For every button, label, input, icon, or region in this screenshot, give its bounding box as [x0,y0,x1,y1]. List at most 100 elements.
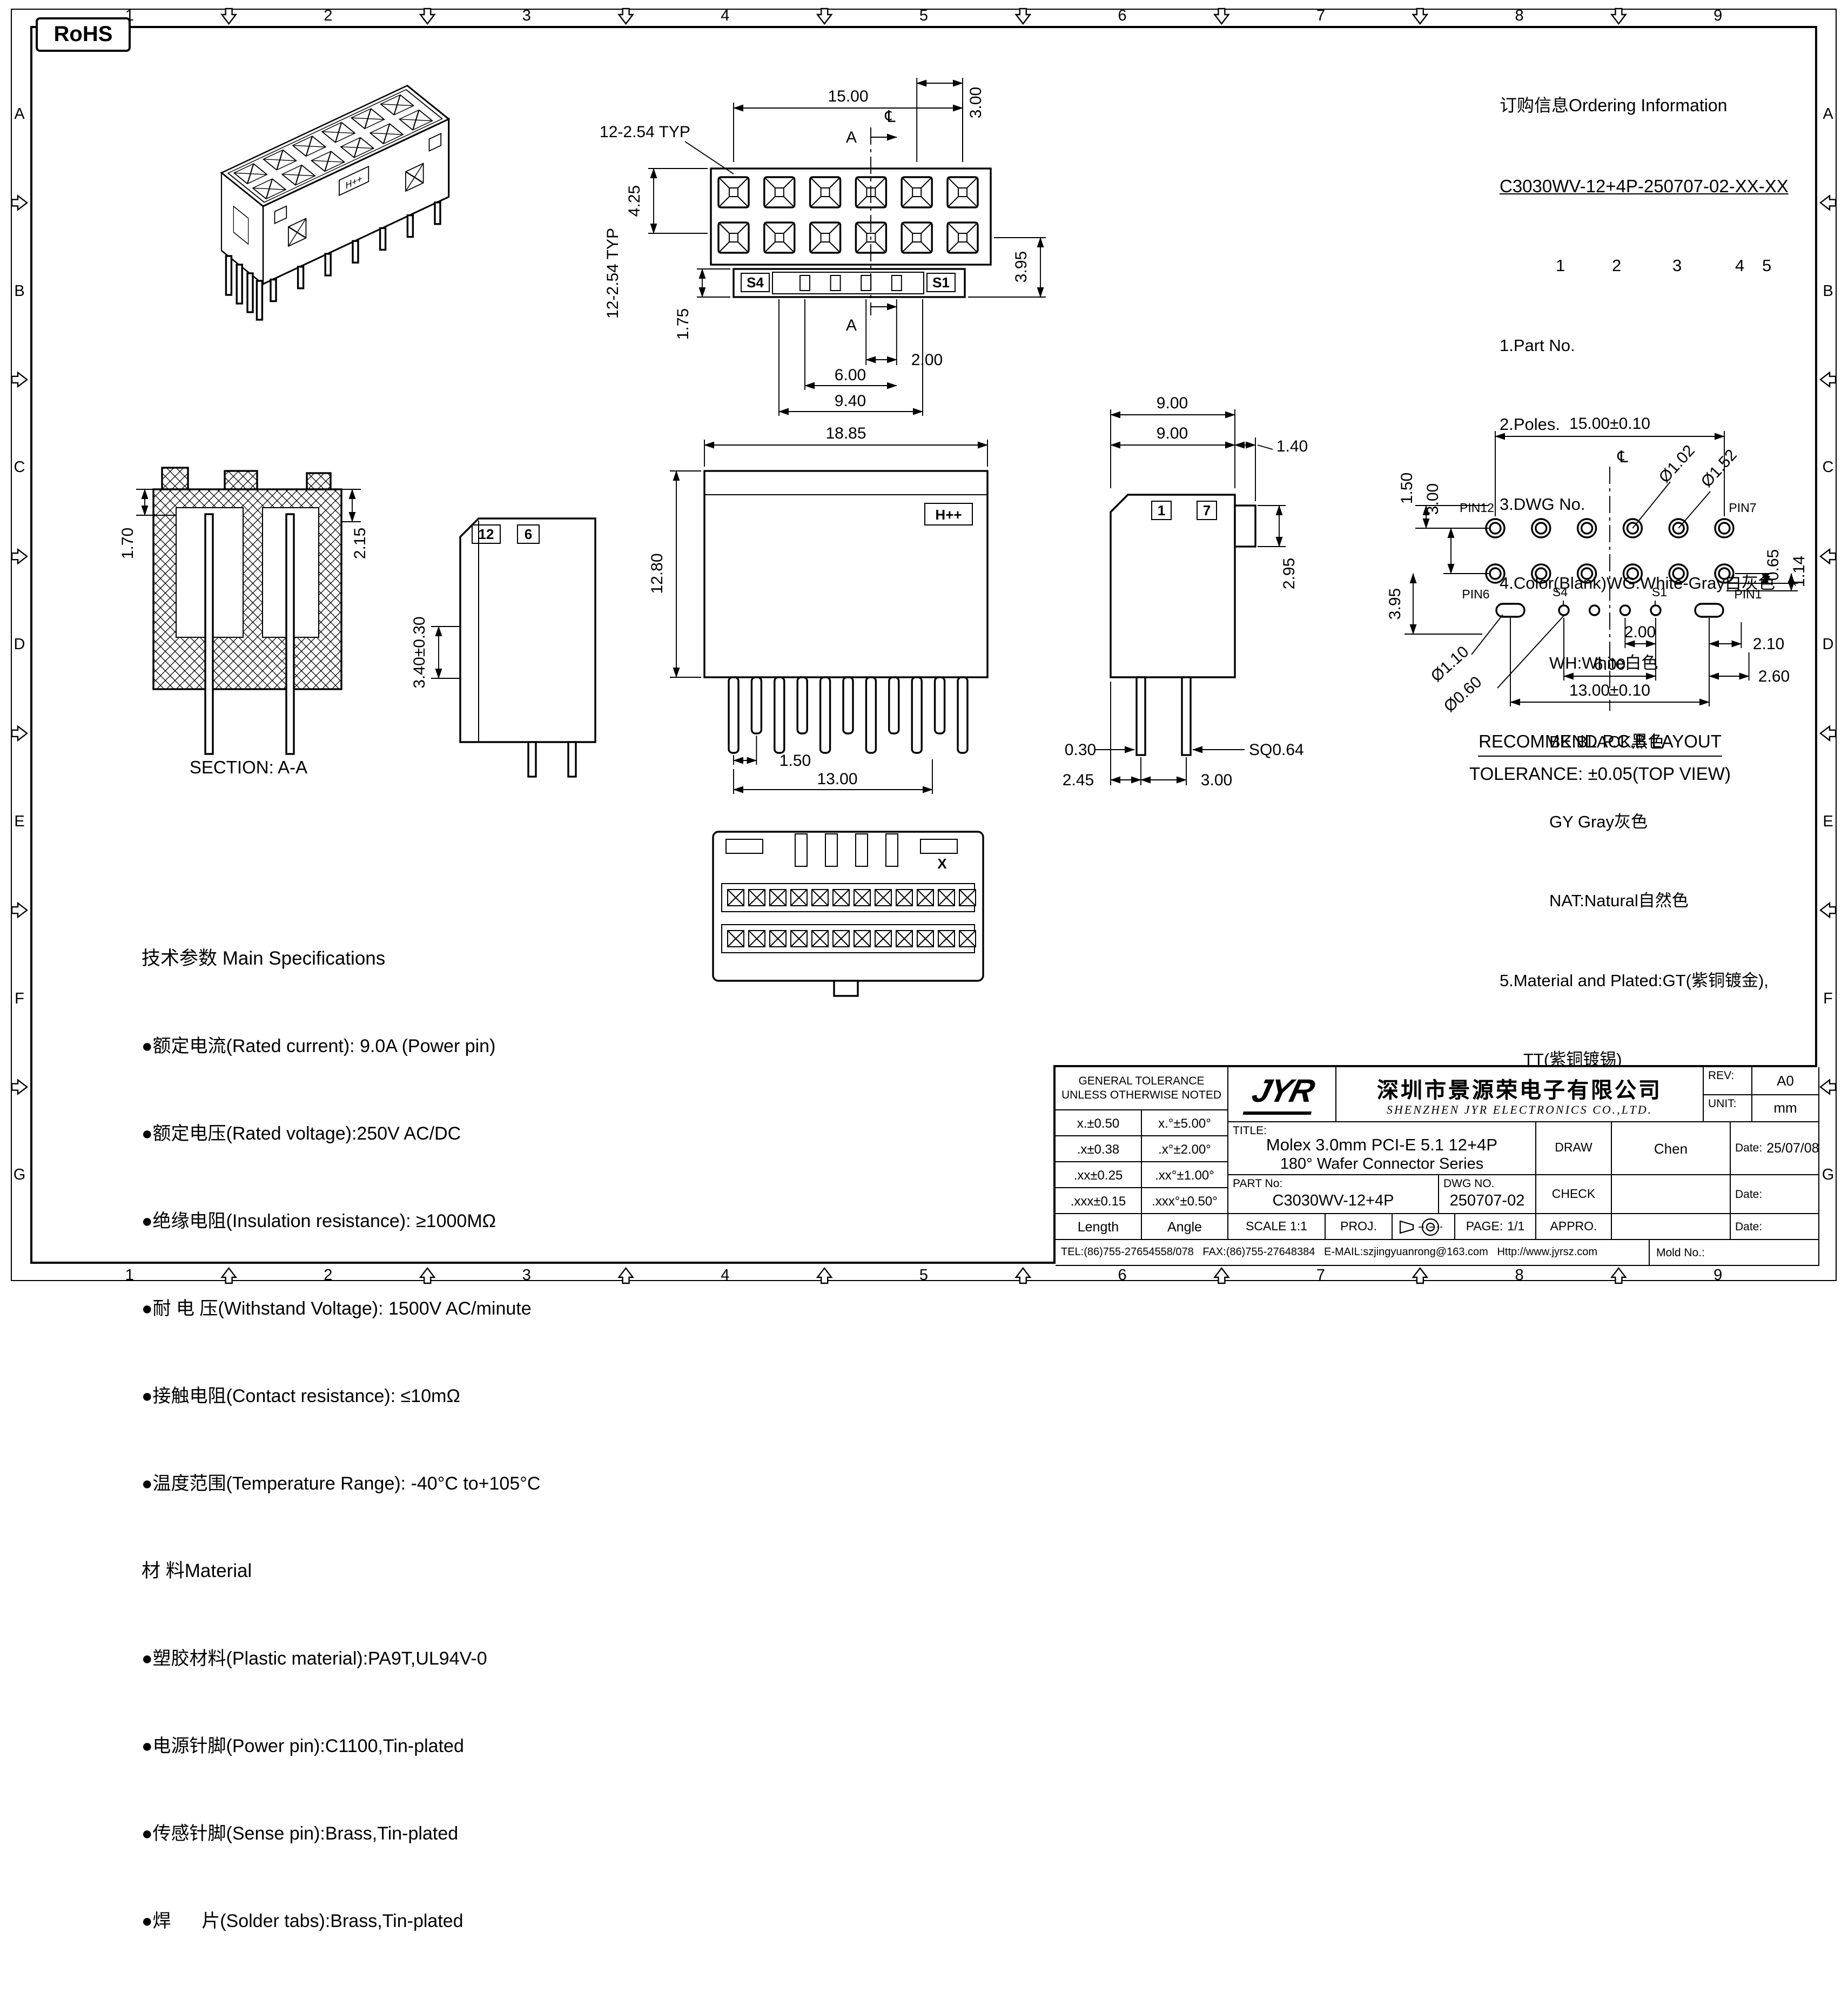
grid-col-label: 2 [324,1267,333,1284]
dim-label: 3.95 [1386,588,1404,619]
draw-date-value: 25/07/08 [1766,1141,1819,1156]
date-label: Date: [1735,1188,1763,1201]
sheet-outer-border [11,9,1837,1281]
grid-row-label: B [1823,282,1833,300]
position-digit: 1 [1556,257,1565,275]
tolerance-value: x.±0.50 [1056,1110,1142,1136]
pin-number-label: 1 [1158,502,1165,518]
dim-label: 2.60 [1758,668,1790,685]
dim-label: 1.70 [119,528,137,559]
position-digit: 2 [1612,257,1622,275]
ordering-note: 3.DWG No. [1500,495,1585,514]
grid-row-label: F [1823,990,1833,1007]
unit-value: mm [1752,1095,1819,1122]
dim-label: 15.00±0.10 [1569,415,1650,433]
section-view-aa: 1.70 2.15 SECTION: A-A [119,467,369,777]
ordering-note: 2.Poles. [1500,416,1561,434]
side-view-1-7: 1 7 9.00 9.00 1.40 2.95 0.30 SQ0.64 2.45 [1063,394,1308,789]
dwg-no-value: 250707-02 [1449,1193,1525,1210]
dim-label: 12-2.54 TYP [600,123,690,141]
spec-line: ●绝缘电阻(Insulation resistance): ≥1000MΩ [142,1211,496,1231]
grid-col-label: 8 [1515,1267,1524,1284]
spec-line: ●额定电流(Rated current): 9.0A (Power pin) [142,1036,496,1056]
spec-line: ●焊 片(Solder tabs):Brass,Tin-plated [142,1911,463,1931]
date-label: Date: [1735,1220,1763,1233]
grid-col-label: 5 [919,8,929,25]
section-title: SECTION: A-A [190,757,307,777]
dim-label: 3.00 [1424,483,1442,515]
marking-s1: S1 [932,274,950,291]
position-digit: 5 [1762,257,1772,275]
pin-label: PIN12 [1460,501,1494,515]
title-block: GENERAL TOLERANCE UNLESS OTHERWISE NOTED… [1053,1065,1819,1266]
dim-label: 1.14 [1790,556,1808,587]
tolerance-value: .xx°±1.00° [1142,1162,1228,1188]
dim-label: 1.40 [1276,437,1308,455]
grid-row-label: E [1823,813,1833,831]
part-no-cell: PART No: C3030WV-12+4P [1228,1175,1439,1214]
marking-x: X [937,855,947,872]
date-label: Date: [1735,1142,1763,1155]
tolerance-value: .x°±2.00° [1142,1136,1228,1162]
dim-label: 1.50 [779,752,811,770]
unit-label: UNIT: [1704,1095,1752,1122]
projection-symbol-icon [1399,1217,1442,1236]
dim-label: 4.25 [626,185,643,217]
grid-row-label: G [13,1167,26,1184]
dim-label: 13.00 [817,770,857,788]
dim-label: 3.00 [1201,771,1232,789]
spec-line: ●接触电阻(Contact resistance): ≤10mΩ [142,1386,460,1406]
ordering-position-digits: 1 2 3 4 5 [1500,254,1819,280]
grid-row-label: D [14,636,25,654]
grid-col-label: 2 [324,8,333,25]
ordering-note: 1.Part No. [1500,336,1575,355]
front-view-center: H++ 18.85 12.80 1.50 13.00 [648,425,989,794]
ordering-note: 5.Material and Plated:GT(紫铜镀金), [1500,972,1769,990]
check-label: CHECK [1536,1175,1612,1214]
draw-label: DRAW [1536,1122,1612,1175]
grid-row-label: C [14,459,25,477]
mold-no-label: Mold No.: [1650,1240,1819,1266]
projection-label: PROJ. [1326,1214,1393,1240]
pin-number-label: 6 [525,526,532,542]
drawing-canvas: H++ [11,8,1837,1284]
rohs-badge: RoHS [36,17,131,52]
spec-line: ●额定电压(Rated voltage):250V AC/DC [142,1123,461,1144]
specs-title: 技术参数 Main Specifications [142,947,386,969]
company-name-cn: 深圳市景源荣电子有限公司 [1377,1079,1662,1102]
check-date-cell: Date: [1731,1175,1819,1214]
bottom-view: X [712,831,984,997]
pin-label: S1 [1652,585,1667,599]
position-digit: 4 [1735,257,1745,275]
page-label: PAGE: [1466,1220,1503,1233]
grid-row-label: A [1823,105,1833,123]
dim-label: 1.50 [1398,473,1416,504]
dim-label: 9.00 [1157,394,1188,412]
part-no-value: C3030WV-12+4P [1272,1193,1394,1210]
marking-s4: S4 [747,274,764,291]
grid-col-label: 1 [125,1267,134,1284]
dim-label: 2.45 [1063,771,1094,789]
dim-label: 18.85 [825,425,866,442]
dwg-no-label: DWG NO. [1443,1177,1495,1190]
dim-label: 3.00 [967,87,985,118]
ordering-part-code: C3030WV-12+4P-250707-02-XX-XX [1500,177,1789,196]
grid-col-label: 4 [721,1267,730,1284]
grid-row-label: E [14,813,25,831]
centerline-symbol: ℄ [1617,448,1628,466]
dim-label: 9.00 [1157,425,1188,442]
dim-label: 12.80 [648,553,666,594]
page-cell: PAGE: 1/1 [1455,1214,1536,1240]
main-specifications: 技术参数 Main Specifications ●额定电流(Rated cur… [142,886,540,1994]
company-logo: JYR [1228,1067,1336,1122]
spec-line: ●耐 电 压(Withstand Voltage): 1500V AC/minu… [142,1298,532,1319]
dwg-no-cell: DWG NO. 250707-02 [1439,1175,1536,1214]
ordering-info: 订购信息Ordering Information C3030WV-12+4P-2… [1500,41,1819,1127]
dim-label: 2.00 [1624,623,1656,641]
grid-row-label: B [14,282,25,300]
appro-date-cell: Date: [1731,1214,1819,1240]
part-no-label: PART No: [1233,1177,1283,1190]
pin-number-label: 7 [1203,502,1211,518]
appro-label: APPRO. [1536,1214,1612,1240]
section-arrow-label: A [846,316,857,334]
